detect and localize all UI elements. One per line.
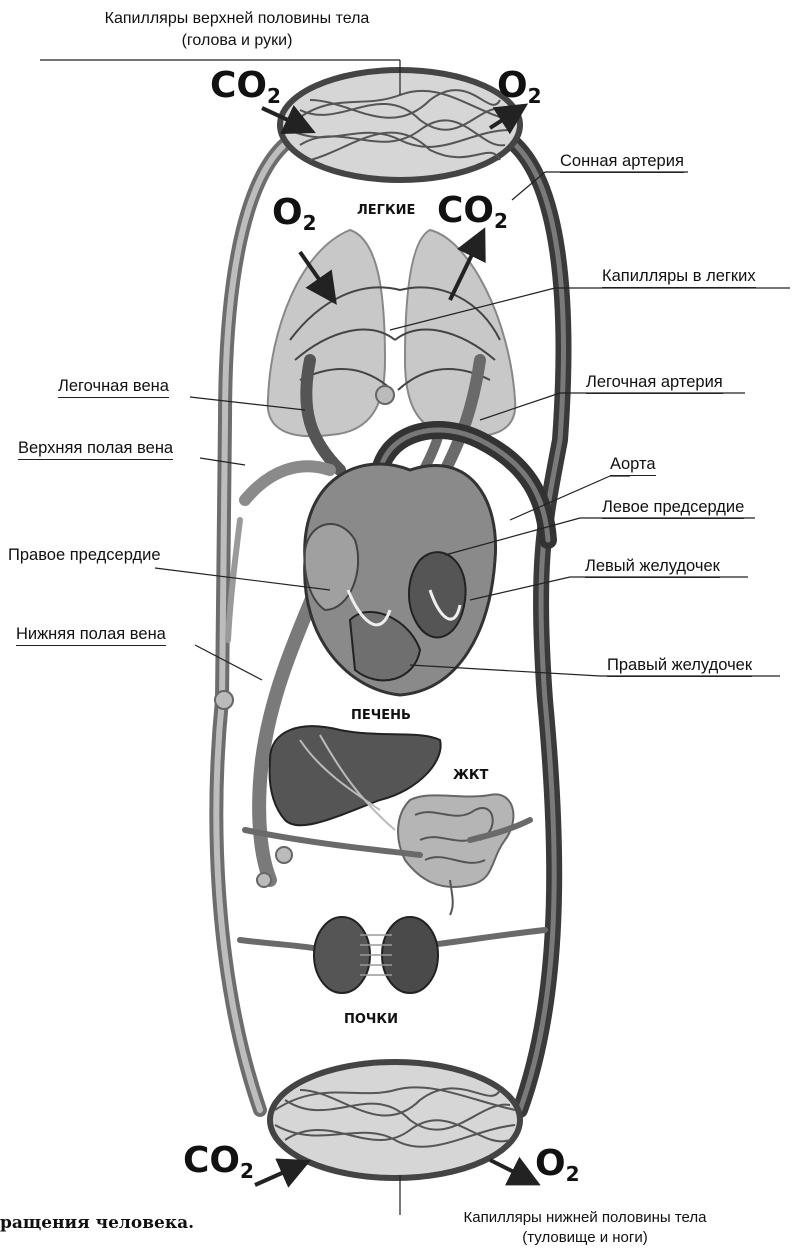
carotid-artery-label: Сонная артерия bbox=[560, 153, 684, 173]
co2-lungs-sub: 2 bbox=[494, 209, 508, 233]
right-ventricle-label: Правый желудочек bbox=[607, 657, 752, 677]
right-lung bbox=[405, 230, 515, 436]
lower-capillaries-line-2: (туловище и ноги) bbox=[522, 1229, 648, 1246]
pulmonary-vein-label: Легочная вена bbox=[58, 378, 169, 398]
left-ventricle-shape bbox=[409, 552, 466, 637]
lower-capillary-network bbox=[270, 1062, 520, 1178]
aorta-label: Аорта bbox=[610, 456, 656, 476]
right-atrium-label: Правое предсердие bbox=[8, 547, 161, 564]
left-lung bbox=[268, 230, 385, 436]
co2-lower-label: CO2 bbox=[183, 1143, 254, 1181]
o2-lower-base: O bbox=[535, 1143, 566, 1184]
o2-lower-label: O2 bbox=[535, 1146, 580, 1184]
gi-tract-label: ЖКТ bbox=[453, 768, 488, 783]
lung-node bbox=[376, 386, 394, 404]
lung-capillaries-label: Капилляры в легких bbox=[602, 268, 756, 288]
upper-capillaries-line-1: Капилляры верхней половины тела bbox=[105, 10, 370, 27]
right-outer-artery bbox=[510, 140, 563, 1110]
co2-upper-sub: 2 bbox=[267, 84, 281, 108]
o2-lungs-label: O2 bbox=[272, 195, 317, 233]
o2-lungs-sub: 2 bbox=[303, 211, 317, 235]
o2-upper-base: O bbox=[497, 65, 528, 106]
o2-upper-sub: 2 bbox=[528, 84, 542, 108]
pulmonary-artery-label: Легочная артерия bbox=[586, 374, 723, 394]
o2-lungs-base: O bbox=[272, 192, 303, 233]
co2-lower-base: CO bbox=[183, 1140, 240, 1181]
inferior-vena-cava-label: Нижняя полая вена bbox=[16, 626, 166, 646]
kidneys-label: ПОЧКИ bbox=[344, 1012, 398, 1027]
co2-lungs-base: CO bbox=[437, 190, 494, 231]
o2-lower-sub: 2 bbox=[566, 1162, 580, 1186]
co2-upper-label: CO2 bbox=[210, 68, 281, 106]
co2-upper-base: CO bbox=[210, 65, 267, 106]
upper-capillaries-line-2: (голова и руки) bbox=[182, 32, 293, 49]
lower-capillaries-label: Капилляры нижней половины тела (туловище… bbox=[430, 1208, 740, 1248]
co2-lower-sub: 2 bbox=[240, 1159, 254, 1183]
left-ventricle-label: Левый желудочек bbox=[585, 558, 720, 578]
liver-label: ПЕЧЕНЬ bbox=[351, 708, 411, 723]
upper-capillaries-label: Капилляры верхней половины тела (голова … bbox=[37, 8, 437, 52]
co2-lungs-label: CO2 bbox=[437, 193, 508, 231]
figure-caption: ращения человека. bbox=[0, 1213, 194, 1233]
kidneys bbox=[314, 917, 438, 993]
left-atrium-label: Левое предсердие bbox=[602, 499, 744, 519]
heart bbox=[305, 464, 496, 695]
o2-upper-label: O2 bbox=[497, 68, 542, 106]
superior-vena-cava-label: Верхняя полая вена bbox=[18, 440, 173, 460]
lungs-label: ЛЕГКИЕ bbox=[357, 203, 415, 218]
lower-capillaries-line-1: Капилляры нижней половины тела bbox=[464, 1209, 707, 1226]
